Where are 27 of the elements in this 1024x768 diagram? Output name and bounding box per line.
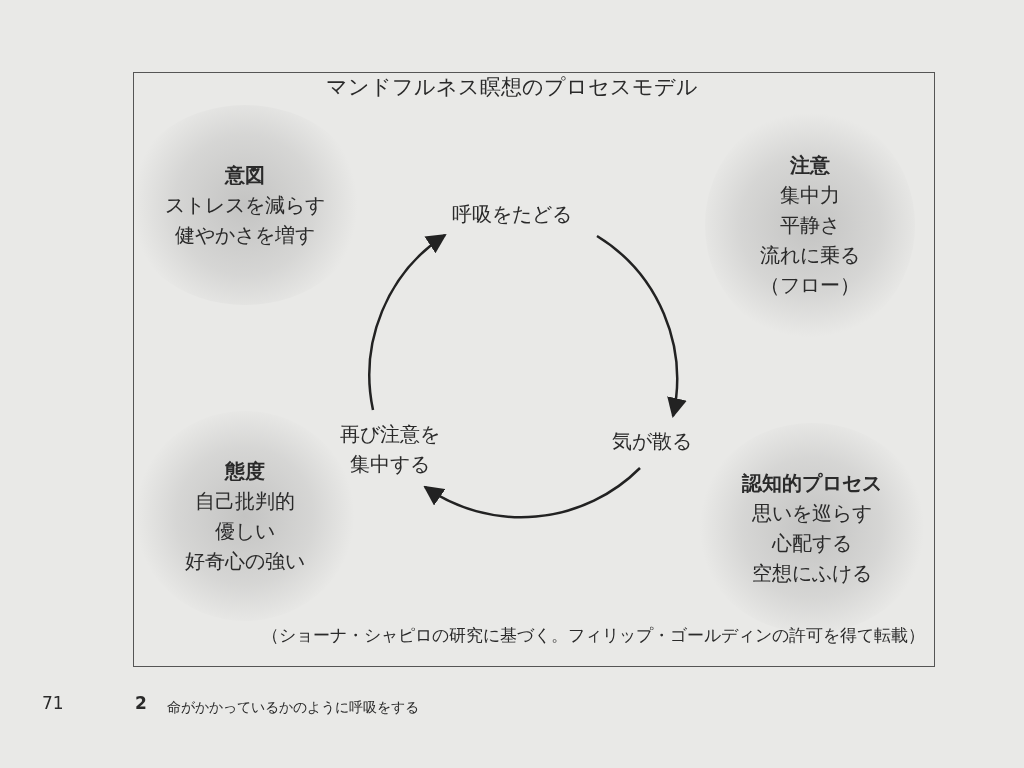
title: マンドフルネス瞑想のプロセスモデル <box>326 74 698 101</box>
running-head: 命がかかっているかのように呼吸をする <box>167 698 419 717</box>
chapter-number: 2 <box>135 692 147 715</box>
arrow <box>423 467 641 519</box>
body-text: 空想にふける <box>752 560 872 587</box>
step-text: 再び注意を集中する <box>337 416 443 482</box>
page-number: 71 <box>42 692 64 715</box>
body-text: 心配する <box>772 530 852 557</box>
heading-text: 注意 <box>790 152 830 179</box>
body-text: （フロー） <box>760 272 860 299</box>
body-text: 思いを巡らす <box>752 500 872 527</box>
heading-text: 意図 <box>225 162 265 189</box>
body-text: ストレスを減らす <box>165 192 325 219</box>
heading-text: 認知的プロセス <box>742 470 882 497</box>
body-text: 健やかさを増す <box>175 222 315 249</box>
body-text: 集中力 <box>780 182 840 209</box>
step-text: 呼吸をたどる <box>437 196 587 232</box>
body-text: 平静さ <box>780 212 840 239</box>
body-text: 自己批判的 <box>195 488 295 515</box>
body-text: 好奇心の強い <box>185 548 305 575</box>
body-text: 優しい <box>215 518 275 545</box>
step-text: 気が散る <box>597 423 707 459</box>
body-text: 流れに乗る <box>760 242 860 269</box>
arrow <box>596 234 686 418</box>
arrow <box>368 233 447 411</box>
caption: （ショーナ・シャピロの研究に基づく。フィリップ・ゴールディンの許可を得て転載） <box>262 624 925 647</box>
heading-text: 態度 <box>225 458 265 485</box>
